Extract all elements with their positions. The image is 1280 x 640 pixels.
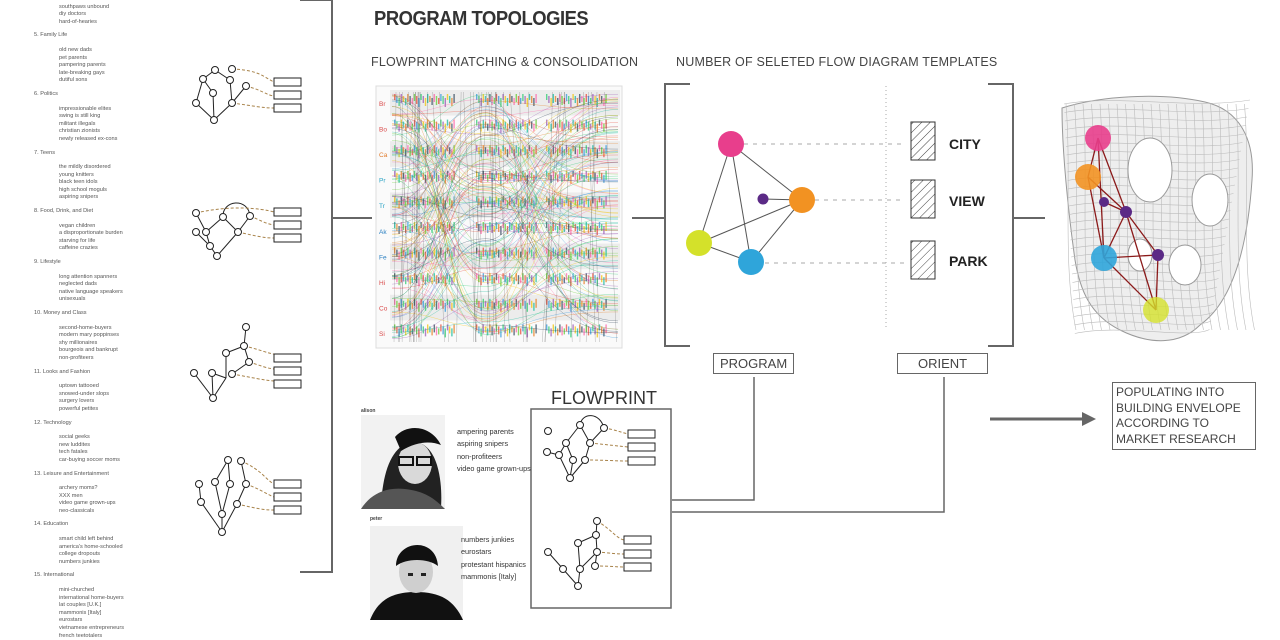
program-network	[686, 131, 905, 275]
tree-graph-3	[191, 324, 302, 402]
program-tag: PROGRAM	[713, 353, 794, 374]
person-interest: aspiring snipers	[457, 438, 531, 450]
stack-row-label: Pr	[379, 178, 386, 185]
tree-graph-4	[196, 457, 302, 536]
program-line	[672, 377, 754, 500]
node-blue	[738, 249, 764, 275]
person-name-alison: alison	[361, 408, 375, 414]
person-interest: mammonis [Italy]	[461, 571, 526, 583]
tree-graph-1	[193, 66, 302, 124]
node-pink	[718, 131, 744, 157]
flowprint-graph-peter	[545, 518, 652, 590]
flowprint-box	[531, 409, 671, 608]
populating-line: MARKET RESEARCH	[1116, 432, 1252, 448]
orient-line	[672, 377, 944, 512]
template-hatch-city	[911, 122, 935, 160]
template-label-view: VIEW	[949, 193, 986, 209]
person-interest: video game grown-ups	[457, 463, 531, 475]
person-name-peter: peter	[370, 516, 382, 522]
portrait-peter-image	[370, 526, 463, 620]
flowprint-label: FLOWPRINT	[551, 388, 657, 409]
portrait-alison	[361, 415, 445, 509]
template-bracket-left	[665, 84, 690, 346]
node-orange	[789, 187, 815, 213]
stack-row-label: Ak	[379, 229, 387, 236]
building-envelope	[1062, 96, 1255, 340]
template-bracket-right	[988, 84, 1013, 346]
template-hatch-view	[911, 180, 935, 218]
stack-row-label: Hi	[379, 280, 385, 287]
person-interest: numbers junkies	[461, 534, 526, 546]
stack-row-label: Br	[379, 101, 386, 108]
populating-line: POPULATING INTO	[1116, 385, 1252, 401]
stack-row-label: Tr	[379, 203, 386, 210]
stack-row-label: Fe	[379, 254, 387, 261]
stack-row-label: Ca	[379, 152, 388, 159]
template-label-park: PARK	[949, 253, 988, 269]
node-purple	[758, 194, 769, 205]
node-lime	[686, 230, 712, 256]
person-interest: protestant hispanics	[461, 559, 526, 571]
person-interest: ampering parents	[457, 426, 531, 438]
stack-row-label: Co	[379, 306, 388, 313]
person-interest: non-profiteers	[457, 451, 531, 463]
populating-line: ACCORDING TO	[1116, 416, 1252, 432]
stack-row-label: Si	[379, 331, 385, 338]
orient-tag: ORIENT	[897, 353, 988, 374]
left-bracket	[300, 0, 332, 572]
template-hatch-park	[911, 241, 935, 279]
portrait-alison-image	[361, 415, 445, 509]
template-label-city: CITY	[949, 136, 982, 152]
stack-row-label: Bo	[379, 126, 387, 133]
portrait-peter	[370, 526, 463, 620]
populating-line: BUILDING ENVELOPE	[1116, 401, 1252, 417]
person-interest: eurostars	[461, 546, 526, 558]
flowprint-graph-alison	[544, 416, 656, 482]
arrow-head	[1082, 412, 1096, 426]
tree-graph-2	[193, 203, 302, 260]
